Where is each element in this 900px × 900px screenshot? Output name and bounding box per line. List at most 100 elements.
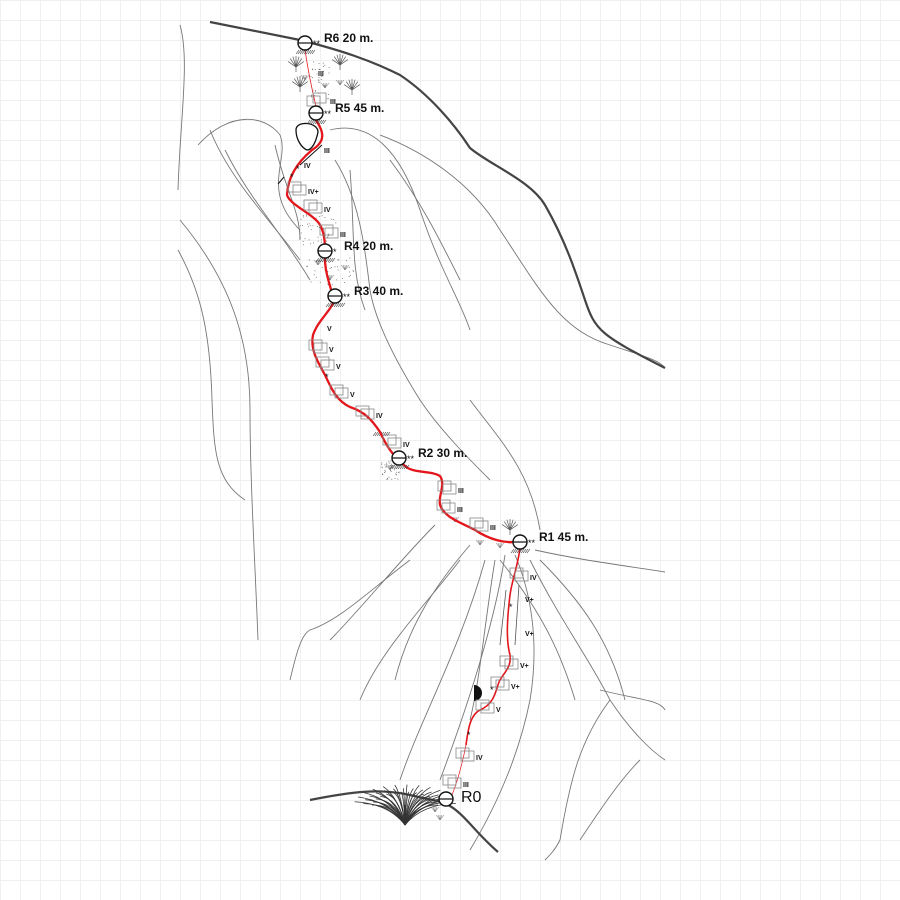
belay-station-r5: **R5 45 m. — [306, 101, 384, 125]
grade-label: V+ — [520, 663, 529, 670]
bush-icon — [495, 542, 505, 549]
contour-line — [379, 134, 666, 369]
scree-dots — [299, 61, 400, 481]
crack-line — [514, 584, 520, 646]
contour-line — [399, 559, 486, 781]
belay-station-r4: *R4 20 m. — [315, 239, 393, 263]
tree-icon — [501, 519, 519, 535]
station-label: R2 30 m. — [418, 446, 467, 460]
pitch-grades: IIIIIIIIIIVIV+IVIIIVVVVIVIVIIIIIIIIIIVV+… — [287, 71, 537, 789]
contour-line — [177, 249, 246, 501]
contour-line — [209, 129, 301, 261]
bush-icon — [435, 814, 445, 821]
pitch-grade: IV — [509, 567, 537, 582]
bolt-icon: * — [325, 372, 329, 382]
bolt-stars: ** — [343, 292, 351, 302]
contour-line — [197, 118, 301, 231]
contour-line — [289, 559, 411, 681]
contour-line — [329, 524, 436, 641]
grade-label: III — [457, 507, 463, 514]
crack-line — [499, 589, 507, 646]
pitch-grade: V+ — [490, 676, 520, 691]
contour-line — [394, 544, 471, 681]
pitch-grade: V+ — [499, 655, 529, 670]
route-line-approach — [304, 49, 317, 107]
pitch-grade: III — [318, 71, 324, 78]
contour-line — [599, 689, 666, 711]
route-line-lower — [465, 547, 521, 746]
belay-station-r6: **R6 20 m. — [295, 31, 373, 55]
grade-label: IV — [304, 163, 311, 170]
pitch-grade: IV — [303, 199, 331, 214]
bush-icon — [340, 264, 350, 271]
pitch-grade: V — [327, 326, 332, 333]
pitch-grade: V — [475, 699, 501, 714]
contour-line — [349, 169, 366, 311]
boulder-icon — [295, 122, 319, 151]
grade-label: IV — [324, 207, 331, 214]
grade-label: V+ — [525, 631, 534, 638]
grade-label: III — [340, 232, 346, 239]
contour-line — [439, 554, 506, 781]
terrain-contours — [177, 24, 666, 861]
bolt-stars: ** — [407, 454, 415, 464]
grade-label: V — [336, 364, 341, 371]
tree-icon — [291, 76, 309, 92]
bush-icon — [335, 79, 345, 86]
grade-label: III — [463, 782, 469, 789]
grade-label: III — [458, 488, 464, 495]
vegetation — [287, 54, 520, 826]
peg-icon — [277, 176, 285, 185]
pitch-grade: III — [324, 148, 330, 155]
contour-line — [534, 549, 666, 573]
pitch-grade: III — [319, 224, 346, 239]
grade-label: III — [490, 525, 496, 532]
contour-line — [389, 159, 461, 281]
bolt-stars: ** — [313, 39, 321, 49]
pitch-grade: III — [437, 480, 464, 495]
ledge-hatch — [295, 49, 316, 55]
contour-line — [544, 699, 611, 861]
bolt-icon: * — [290, 172, 294, 182]
grade-label: III — [318, 71, 324, 78]
bush-icon — [475, 539, 485, 546]
contour-line — [274, 144, 301, 241]
belay-station-r2: **R2 30 m. — [389, 446, 467, 470]
pitch-grade: IV — [304, 163, 311, 170]
station-label: R1 45 m. — [539, 530, 588, 544]
ridge-line — [209, 20, 666, 369]
station-label: R6 20 m. — [324, 31, 373, 45]
route-line-main — [285, 119, 516, 544]
contour-line — [359, 559, 461, 701]
contour-line — [469, 399, 541, 531]
pitch-grade: IV — [382, 434, 410, 449]
contour-line — [334, 159, 491, 481]
grade-label: V — [327, 326, 332, 333]
grade-label: III — [330, 99, 336, 106]
pitch-grade: III — [469, 517, 496, 532]
bolt-icon: * — [509, 602, 513, 612]
pitch-grade: V+ — [525, 631, 534, 638]
bush-icon — [313, 259, 323, 266]
grade-label: IV — [476, 755, 483, 762]
contour-line — [329, 127, 471, 331]
crack-line — [299, 144, 323, 166]
belay-stations: **R6 20 m.**R5 45 m.*R4 20 m.**R3 40 m.*… — [295, 31, 588, 807]
pitch-grade: III — [436, 499, 463, 514]
pitch-grade: V — [308, 339, 334, 354]
tree-icon — [331, 54, 349, 70]
climbing-route — [285, 49, 521, 796]
belay-station-r0: R0 — [438, 789, 482, 807]
bush-icon — [430, 806, 440, 813]
contour-line — [179, 219, 259, 641]
grade-label: V — [329, 347, 334, 354]
ledge-hatch — [510, 548, 531, 554]
ridge-line — [309, 790, 499, 853]
contour-line — [177, 24, 185, 191]
bolt-stars: ** — [324, 109, 332, 119]
station-label: R4 20 m. — [344, 239, 393, 253]
station-label: R0 — [461, 789, 482, 806]
grade-label: IV — [376, 413, 383, 420]
